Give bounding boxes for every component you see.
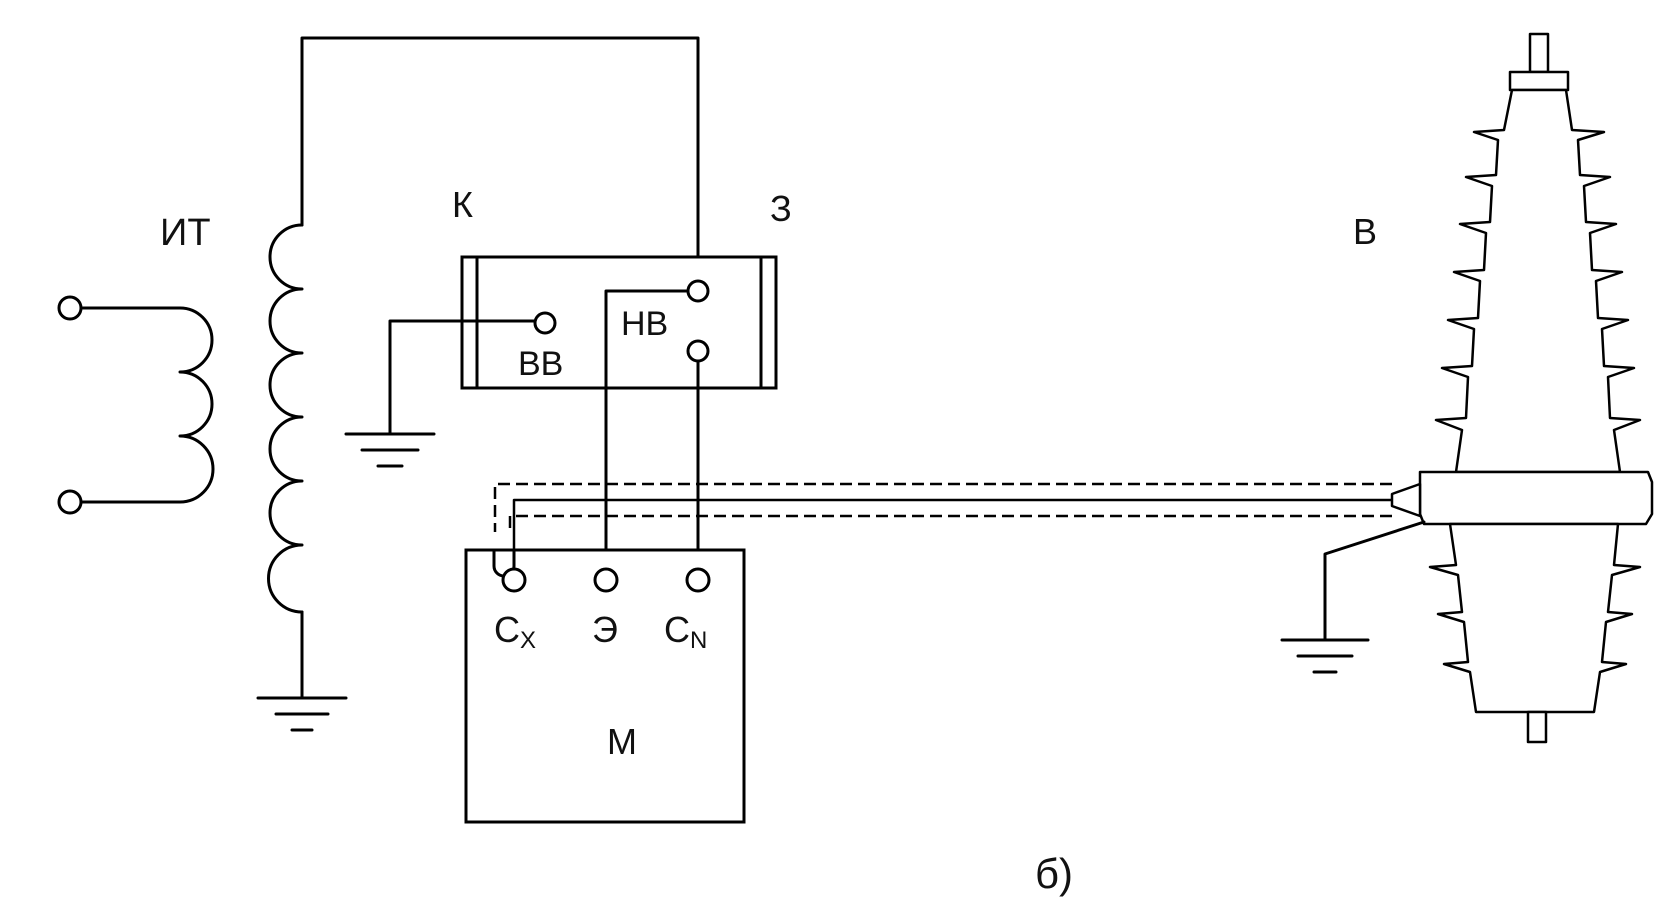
- ground-symbol-transformer: [256, 696, 348, 732]
- standard-capacitor: [344, 255, 778, 570]
- bushing-measuring-tap: [1390, 482, 1422, 518]
- label-bushing: В: [1353, 211, 1377, 252]
- shielded-cable: [493, 482, 1394, 571]
- label-cx: CX: [494, 609, 536, 654]
- cable-shield-top: [493, 482, 1392, 532]
- label-cx-main: C: [494, 609, 520, 650]
- hv-terminal-ground-lead: [388, 319, 537, 436]
- lv-terminal-top: [686, 279, 710, 303]
- screen-lead: [604, 289, 690, 570]
- e-terminal: [593, 567, 619, 593]
- hv-bushing: [1280, 32, 1654, 744]
- label-cx-sub: X: [520, 627, 536, 654]
- label-lv-terminal: НВ: [621, 305, 668, 343]
- bushing-upper-porcelain: [1434, 88, 1642, 474]
- label-transformer: ИТ: [160, 212, 211, 254]
- label-cn: CN: [664, 609, 707, 654]
- cn-terminal: [685, 567, 711, 593]
- bushing-ground-lead: [1323, 520, 1426, 642]
- label-e-terminal: Э: [592, 609, 618, 650]
- primary-terminal-top: [57, 295, 83, 321]
- secondary-winding: [267, 223, 304, 614]
- test-transformer: [57, 36, 700, 732]
- ground-symbol-capacitor: [344, 432, 436, 468]
- label-screen: З: [770, 188, 792, 229]
- bushing-top-rod: [1528, 32, 1550, 74]
- cable-core: [512, 498, 1394, 571]
- label-capacitor: К: [452, 184, 473, 225]
- ground-symbol-bushing: [1280, 638, 1370, 674]
- bushing-lower-porcelain: [1428, 522, 1642, 714]
- bushing-top-cap: [1508, 70, 1570, 92]
- bridge-body: [464, 548, 746, 824]
- label-hv-terminal: ВВ: [518, 345, 563, 383]
- label-cn-sub: N: [690, 627, 707, 654]
- bushing-bottom-rod: [1526, 710, 1548, 744]
- cable-shield-bottom: [508, 514, 1392, 532]
- primary-winding: [79, 306, 215, 504]
- bushing-flange: [1418, 470, 1654, 526]
- hv-lead: [300, 36, 700, 274]
- cx-terminal: [501, 567, 527, 593]
- measuring-bridge: [464, 548, 746, 824]
- label-cn-main: C: [664, 609, 690, 650]
- primary-terminal-bottom: [57, 489, 83, 515]
- label-bridge: М: [607, 721, 637, 762]
- lv-terminal-bottom: [686, 339, 710, 363]
- figure-label: б): [1035, 850, 1073, 897]
- hv-terminal: [533, 311, 557, 335]
